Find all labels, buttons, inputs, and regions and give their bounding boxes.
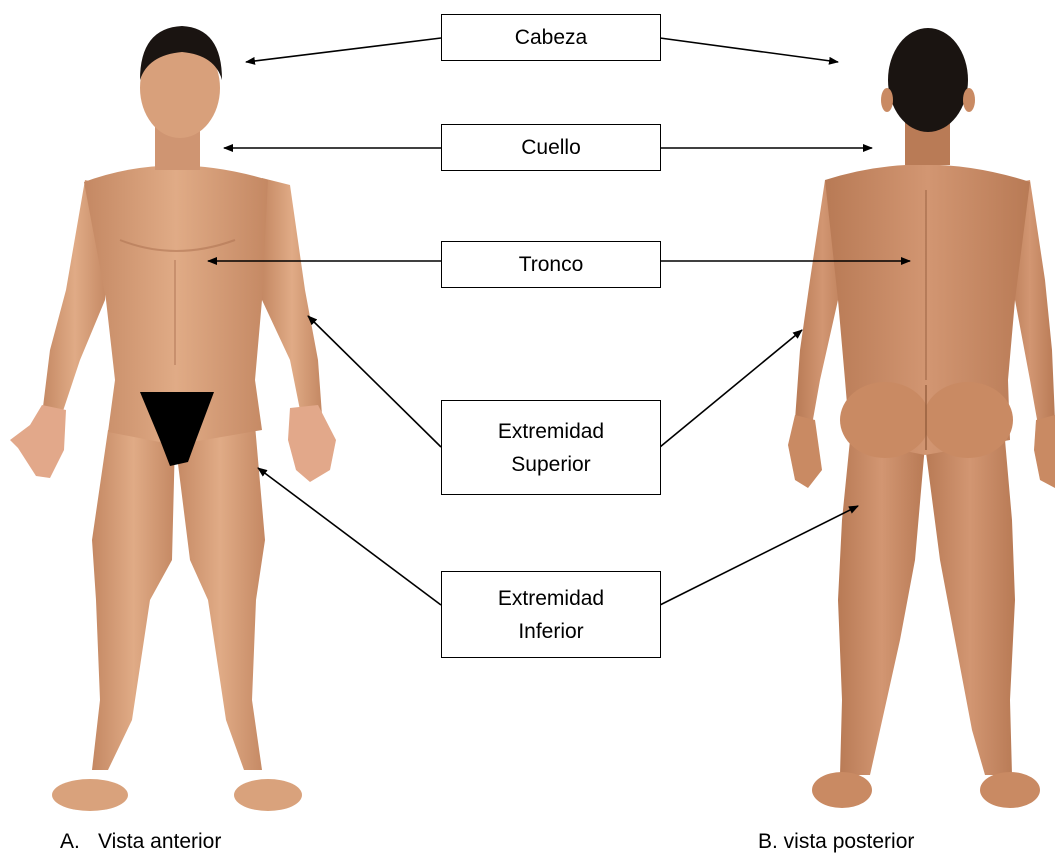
posterior-ear-left [881, 88, 893, 112]
posterior-left-hand [788, 415, 822, 488]
posterior-body-figure [788, 28, 1055, 808]
posterior-buttock-right [923, 382, 1013, 458]
posterior-left-foot [812, 772, 872, 808]
arrow-lower-limb-anterior [258, 468, 441, 605]
label-trunk-text: Tronco [519, 248, 584, 281]
anterior-left-hand [288, 405, 336, 482]
arrow-upper-limb-posterior [660, 330, 802, 447]
anterior-left-arm [262, 178, 322, 420]
label-lower-limb-line2: Inferior [518, 615, 583, 648]
anterior-body-figure [10, 26, 336, 811]
anterior-left-leg [175, 425, 265, 770]
label-lower-limb-line1: Extremidad [498, 582, 604, 615]
caption-anterior-letter: A. [60, 830, 98, 854]
posterior-right-leg [925, 440, 1015, 775]
label-upper-limb-line2: Superior [511, 448, 590, 481]
arrow-head-anterior [246, 38, 441, 62]
posterior-ear-right [963, 88, 975, 112]
label-lower-limb: Extremidad Inferior [441, 571, 661, 658]
label-trunk: Tronco [441, 241, 661, 288]
posterior-right-hand [1034, 415, 1055, 488]
label-head: Cabeza [441, 14, 661, 61]
label-head-text: Cabeza [515, 21, 587, 54]
posterior-left-leg [838, 440, 925, 775]
label-neck: Cuello [441, 124, 661, 171]
caption-anterior: A.Vista anterior [60, 830, 221, 854]
caption-posterior-text: B. vista posterior [758, 830, 914, 853]
arrow-lower-limb-posterior [660, 506, 858, 605]
label-upper-limb: Extremidad Superior [441, 400, 661, 495]
label-neck-text: Cuello [521, 131, 581, 164]
caption-posterior: B. vista posterior [758, 830, 914, 854]
anterior-right-foot [52, 779, 128, 811]
posterior-buttock-left [840, 382, 930, 458]
arrow-head-posterior [660, 38, 838, 62]
anterior-left-foot [234, 779, 302, 811]
anterior-right-leg [92, 430, 175, 770]
label-upper-limb-line1: Extremidad [498, 415, 604, 448]
anterior-right-hand [10, 405, 66, 478]
posterior-right-foot [980, 772, 1040, 808]
caption-anterior-text: Vista anterior [98, 830, 221, 853]
posterior-head [888, 28, 968, 132]
